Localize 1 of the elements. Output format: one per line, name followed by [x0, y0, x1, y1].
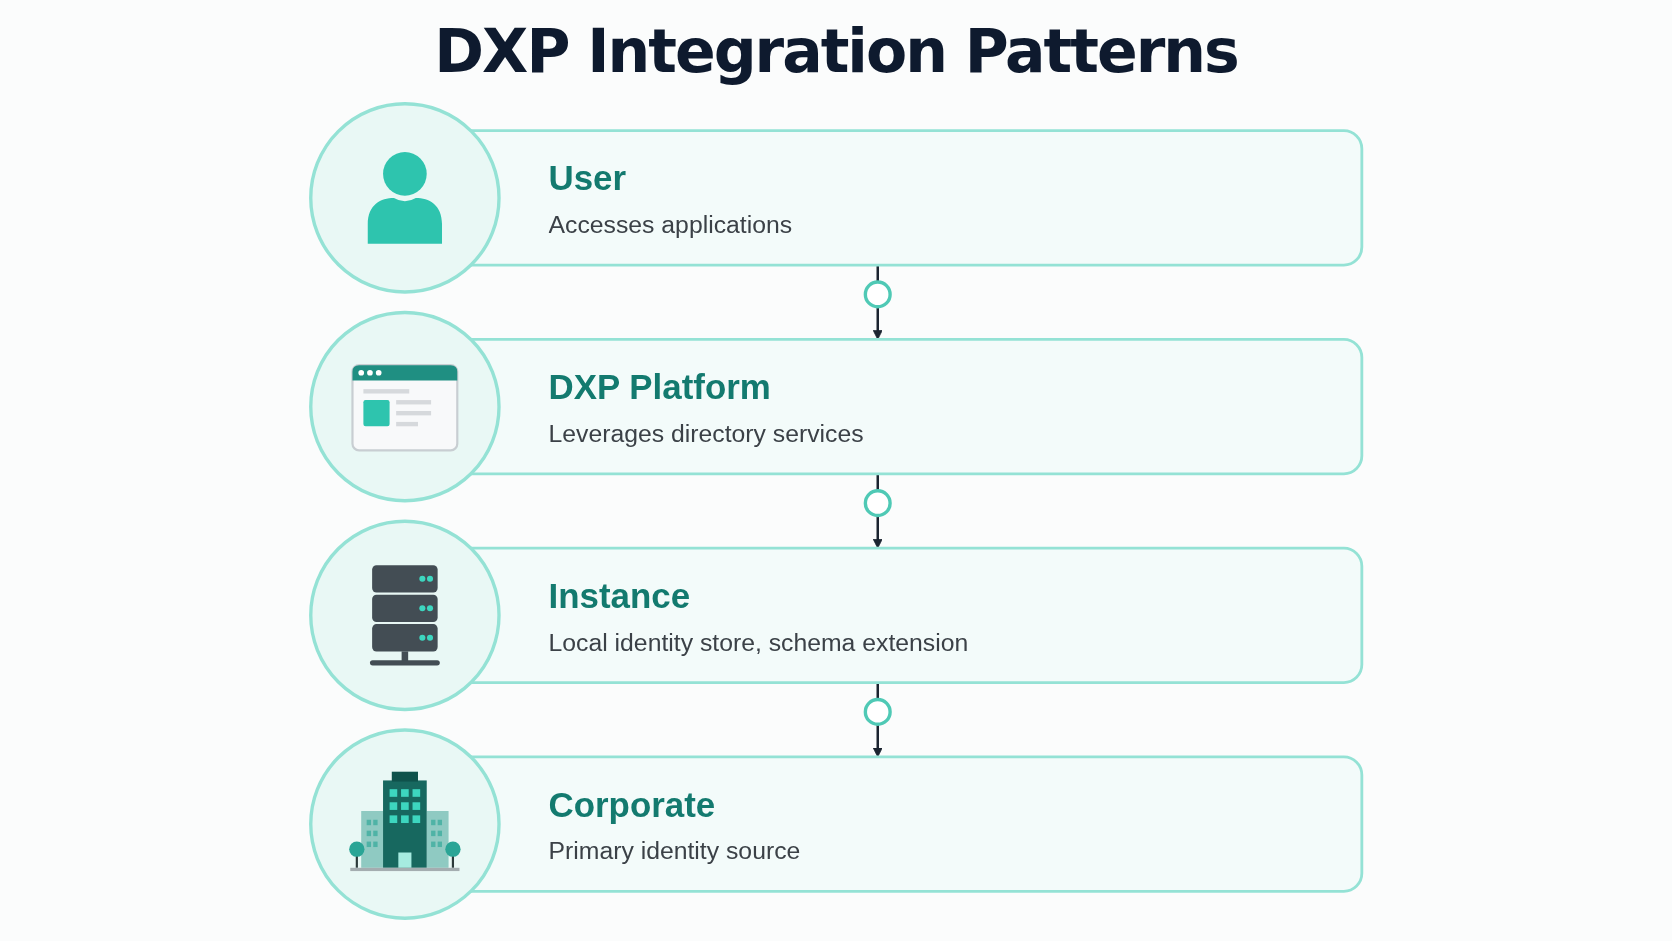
title: DXP Integration Patterns [434, 15, 1238, 88]
